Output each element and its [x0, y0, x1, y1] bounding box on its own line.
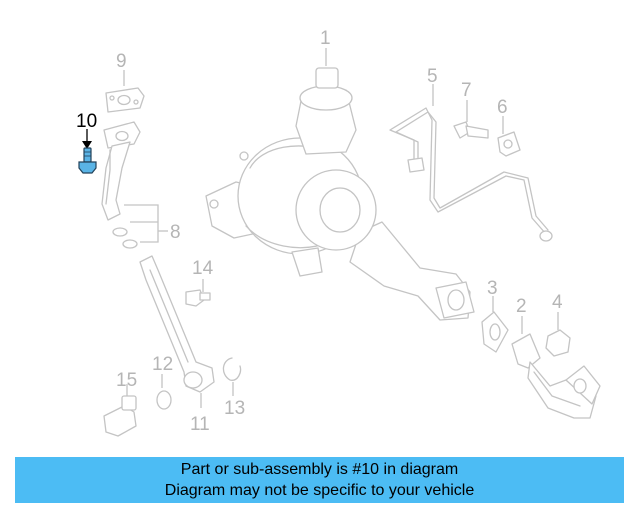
leader-8 [124, 204, 168, 243]
callout-12[interactable]: 12 [152, 354, 173, 375]
parts-diagram: 9 10 8 11 12 13 [76, 28, 601, 437]
part-14-bolt[interactable] [185, 289, 211, 307]
part-9-gasket[interactable] [105, 87, 145, 113]
callout-6[interactable]: 6 [497, 97, 508, 118]
part-12-washer[interactable] [156, 390, 172, 410]
callout-11[interactable]: 11 [190, 414, 210, 435]
callout-5[interactable]: 5 [427, 66, 438, 87]
info-banner: Part or sub-assembly is #10 in diagram D… [15, 457, 624, 503]
callout-14[interactable]: 14 [192, 258, 214, 279]
callout-1[interactable]: 1 [320, 28, 331, 49]
part-10-bolt[interactable] [78, 147, 97, 174]
oil-feed-pipe[interactable] [101, 121, 141, 221]
part-13-circlip[interactable] [222, 357, 242, 381]
part-6-clip[interactable] [497, 131, 521, 157]
callout-2[interactable]: 2 [516, 296, 527, 317]
part-5-sensor-line[interactable] [389, 107, 553, 242]
arrow-10 [82, 141, 92, 149]
part-8-o-rings[interactable] [112, 227, 138, 249]
callout-3[interactable]: 3 [487, 278, 498, 299]
part-7-bolt[interactable] [453, 121, 489, 139]
part-3-gasket[interactable] [481, 311, 509, 353]
callout-15[interactable]: 15 [116, 370, 137, 391]
callout-10[interactable]: 10 [76, 111, 97, 132]
callout-7[interactable]: 7 [461, 80, 472, 101]
part-2-elbow-pipe[interactable] [511, 333, 601, 419]
callout-4[interactable]: 4 [552, 292, 563, 313]
part-4-nut[interactable] [545, 329, 571, 357]
callout-8[interactable]: 8 [170, 222, 181, 243]
callout-13[interactable]: 13 [224, 398, 245, 419]
part-1-turbocharger[interactable] [205, 67, 475, 321]
banner-line-2: Diagram may not be specific to your vehi… [164, 482, 475, 499]
part-15-fitting[interactable] [103, 395, 137, 437]
callout-9[interactable]: 9 [116, 51, 127, 72]
part-11-return-pipe[interactable] [139, 255, 215, 393]
banner-line-1: Part or sub-assembly is #10 in diagram [180, 461, 459, 478]
